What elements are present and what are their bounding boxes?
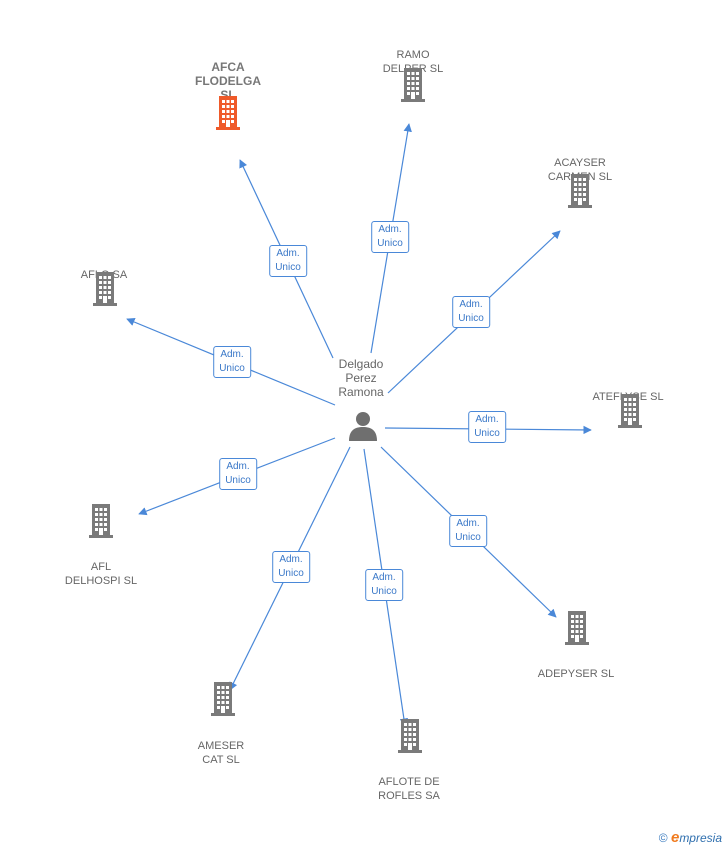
role-line-1: Adm. [276,248,300,259]
role-line-2: Unico [377,238,403,249]
footer-brand: © empresia [659,829,722,846]
role-line-1: Adm. [372,572,396,583]
building-icon[interactable] [397,66,429,102]
role-line-2: Unico [275,262,301,273]
role-line-1: Adm. [475,414,499,425]
role-line-1: Adm. [279,554,303,565]
center-person-label: Delgado Perez Ramona [338,357,384,399]
role-line-1: Adm. [378,224,402,235]
role-badge-afca[interactable]: Adm. Unico [269,245,307,277]
brand-logo: empresia [670,829,722,846]
building-icon[interactable] [85,502,117,538]
copyright-symbol: © [658,831,668,845]
company-label-afl[interactable]: AFL DELHOSPI SL [64,561,138,587]
role-line-1: Adm. [456,518,480,529]
role-badge-aflo[interactable]: Adm. Unico [213,346,251,378]
role-line-2: Unico [371,586,397,597]
building-icon[interactable] [207,680,239,716]
role-line-2: Unico [219,363,245,374]
role-badge-ameser[interactable]: Adm. Unico [272,551,310,583]
role-line-1: Adm. [226,461,250,472]
building-icon[interactable] [212,94,244,130]
role-line-2: Unico [455,532,481,543]
person-icon[interactable] [347,410,379,442]
company-label-aflote[interactable]: AFLOTE DE ROFLES SA [378,776,440,802]
role-badge-adepyser[interactable]: Adm. Unico [449,515,487,547]
company-label-ameser[interactable]: AMESER CAT SL [197,740,245,766]
building-icon[interactable] [564,172,596,208]
role-line-1: Adm. [459,299,483,310]
building-icon[interactable] [89,270,121,306]
role-line-2: Unico [458,313,484,324]
role-line-2: Unico [225,475,251,486]
role-badge-ramo[interactable]: Adm. Unico [371,221,409,253]
role-line-2: Unico [474,428,500,439]
building-icon[interactable] [561,609,593,645]
role-badge-ateflyse[interactable]: Adm. Unico [468,411,506,443]
building-icon[interactable] [394,717,426,753]
role-badge-acayser[interactable]: Adm. Unico [452,296,490,328]
role-line-1: Adm. [220,349,244,360]
role-badge-afl[interactable]: Adm. Unico [219,458,257,490]
company-label-adepyser[interactable]: ADEPYSER SL [537,668,615,680]
role-badge-aflote[interactable]: Adm. Unico [365,569,403,601]
building-icon[interactable] [614,392,646,428]
role-line-2: Unico [278,568,304,579]
